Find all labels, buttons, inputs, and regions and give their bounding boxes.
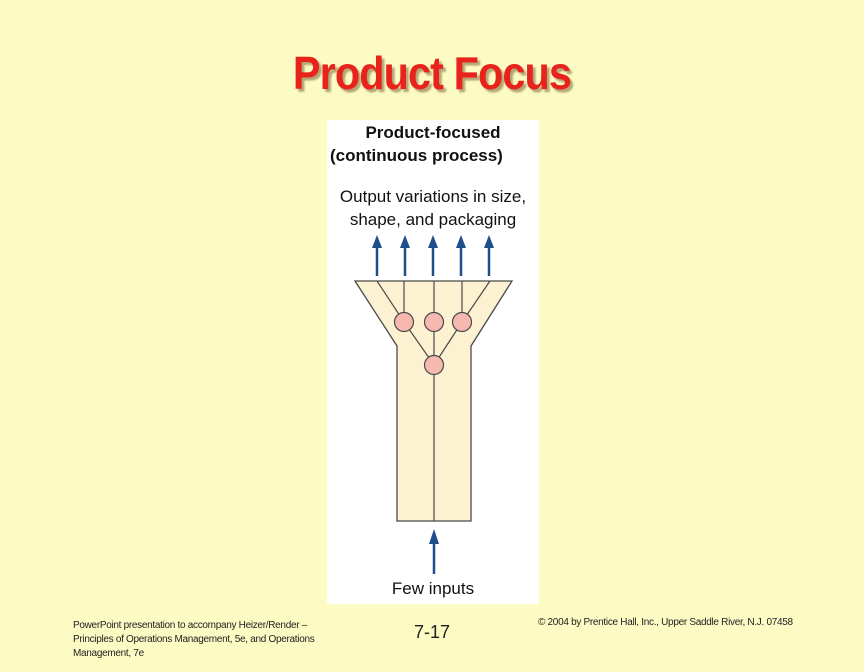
input-arrow bbox=[429, 529, 439, 574]
process-node-left bbox=[393, 311, 415, 333]
footer-copyright: © 2004 by Prentice Hall, Inc., Upper Sad… bbox=[538, 617, 793, 628]
funnel-graphic bbox=[353, 235, 514, 574]
process-node-merge bbox=[423, 354, 445, 376]
process-node-right bbox=[451, 311, 473, 333]
page-number: 7-17 bbox=[413, 622, 451, 642]
output-arrow-3-head bbox=[428, 235, 438, 248]
inputs-label: Few inputs bbox=[391, 579, 475, 598]
output-arrow-1-head bbox=[372, 235, 382, 248]
process-diagram: Product-focused (continuous process) Out… bbox=[327, 120, 539, 604]
output-arrows bbox=[372, 235, 494, 276]
process-node-center bbox=[423, 311, 445, 333]
diagram-heading-line1: Product-focused bbox=[365, 123, 501, 142]
output-label-line2: shape, and packaging bbox=[349, 210, 517, 229]
output-arrow-4-head bbox=[456, 235, 466, 248]
output-arrow-5-head bbox=[484, 235, 494, 248]
process-nodes bbox=[393, 311, 473, 376]
diagram-heading-line2: (continuous process) bbox=[330, 146, 503, 165]
output-arrow-2-head bbox=[400, 235, 410, 248]
slide-title: Product Focus bbox=[292, 47, 572, 99]
footer-attribution: PowerPoint presentation to accompany Hei… bbox=[73, 620, 315, 659]
output-label-line1: Output variations in size, bbox=[339, 187, 527, 206]
